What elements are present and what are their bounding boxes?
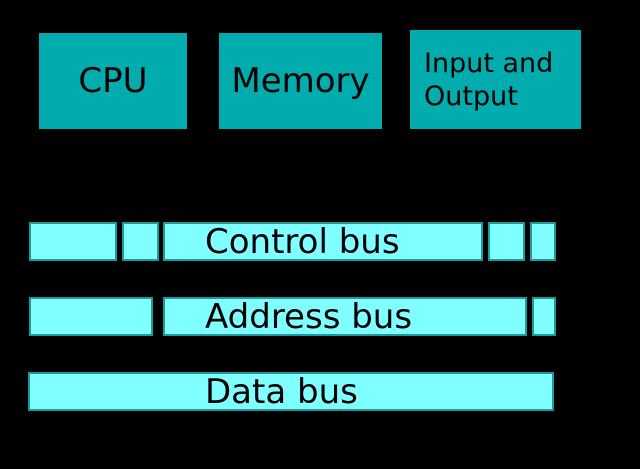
address-bus-label: Address bus xyxy=(205,296,413,337)
address-bus-segment xyxy=(532,297,556,336)
cpu-box-label: CPU xyxy=(78,61,148,101)
input-output-box: Input and Output xyxy=(410,30,581,129)
control-bus-segment xyxy=(530,222,556,261)
memory-box: Memory xyxy=(219,33,382,129)
data-bus-segment xyxy=(28,372,554,411)
address-bus-segment xyxy=(163,297,527,336)
control-bus-segment xyxy=(163,222,483,261)
data-bus-label: Data bus xyxy=(205,371,358,412)
cpu-box: CPU xyxy=(39,33,187,129)
control-bus-segment xyxy=(122,222,159,261)
input-output-box-label: Input and Output xyxy=(424,47,554,112)
control-bus-label: Control bus xyxy=(205,221,400,262)
control-bus: Control bus xyxy=(0,221,640,262)
control-bus-segment xyxy=(29,222,117,261)
address-bus: Address bus xyxy=(0,296,640,337)
address-bus-segment xyxy=(29,297,153,336)
control-bus-segment xyxy=(488,222,525,261)
memory-box-label: Memory xyxy=(231,61,370,101)
data-bus: Data bus xyxy=(0,371,640,412)
